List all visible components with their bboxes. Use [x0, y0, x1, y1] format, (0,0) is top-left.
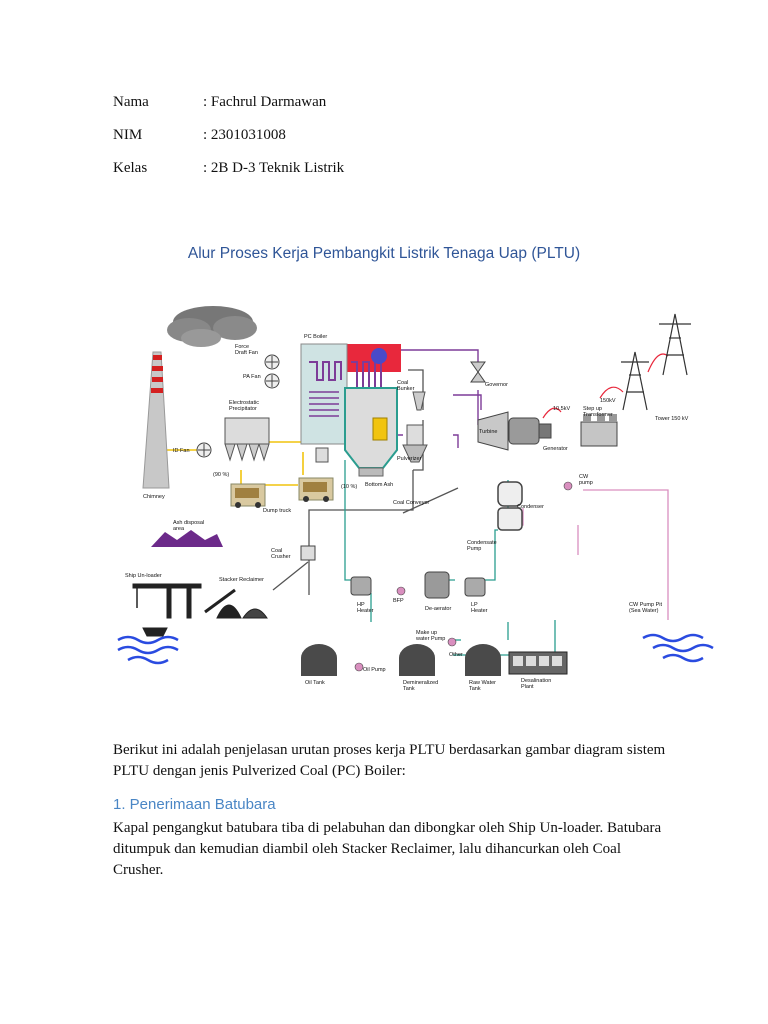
- generator: [508, 417, 552, 445]
- pulverizer-icon: [402, 391, 428, 463]
- ship-unloader-label: Ship Un-loader: [125, 573, 162, 579]
- electrostatic-precipitator: [224, 417, 270, 462]
- generator-label: Generator: [543, 446, 568, 452]
- name-label: Nama: [113, 94, 149, 110]
- oil-tank: [301, 644, 337, 676]
- chimney-label: Chimney: [143, 494, 165, 500]
- sea-water-waves: [117, 633, 714, 665]
- chimney: [142, 306, 257, 489]
- deaerator: [424, 571, 450, 599]
- dump-truck-icon: [230, 483, 266, 508]
- nim-value: : 2301031008: [203, 127, 286, 143]
- document-title: Alur Proses Kerja Pembangkit Listrik Ten…: [187, 245, 581, 262]
- condenser: [497, 481, 523, 531]
- ship-unloader: [132, 583, 202, 637]
- force-draft-fan-icon: [264, 354, 280, 370]
- coal-conveyor-label: Coal Conveyor: [393, 500, 430, 506]
- condenser-label: Condenser: [517, 504, 544, 510]
- class-value: : 2B D-3 Teknik Listrik: [203, 160, 345, 176]
- turbine-label: Turbine: [479, 429, 497, 435]
- kv-150-label: 150kV: [600, 398, 616, 404]
- tower-150kv-label: Tower 150 kV: [655, 416, 689, 422]
- nim-label: NIM: [113, 127, 143, 143]
- demineralized-tank: [399, 644, 435, 676]
- oil-tank-label: Oil Tank: [305, 680, 325, 686]
- desalination-plant: [508, 651, 568, 675]
- pc-boiler: [300, 343, 401, 477]
- oil-pump-label: Oil Pump: [363, 667, 386, 673]
- section-1-body: Kapal pengangkut batubara tiba di pelabu…: [113, 820, 662, 878]
- makeup-water-pump-icon: [447, 637, 457, 647]
- class-label: Kelas: [113, 160, 148, 176]
- ash-disposal-icon: [151, 530, 223, 547]
- lp-heater: [464, 577, 486, 597]
- transmission-tower-icon: [621, 313, 691, 411]
- stacker-reclaimer: [204, 588, 268, 619]
- intro-paragraph: Berikut ini adalah penjelasan urutan pro…: [113, 742, 666, 779]
- name-value: : Fachrul Darmawan: [203, 94, 327, 110]
- dump-truck-label: Dump truck: [263, 508, 291, 514]
- coal-crusher-icon: [300, 545, 316, 561]
- other-label: Other: [449, 652, 463, 658]
- deaerator-label: De-aerator: [425, 606, 451, 612]
- stacker-reclaimer-label: Stacker Reclaimer: [219, 577, 264, 583]
- raw-water-tank: [465, 644, 501, 676]
- bfp-label: BFP: [393, 598, 404, 604]
- dump-truck-icon: [298, 477, 334, 502]
- governor-label: Governor: [485, 382, 508, 388]
- pulverizer-label: Pulverizer: [397, 456, 422, 462]
- water-line: [344, 460, 556, 656]
- cw-pump-icon: [563, 481, 573, 491]
- cw-pump-pit-label: CW Pump Pit(Sea Water): [629, 602, 662, 614]
- pct-10-label: (10 %): [341, 484, 357, 490]
- id-fan-icon: [196, 442, 212, 458]
- governor-valve-icon: [470, 361, 486, 383]
- hp-heater: [350, 576, 372, 596]
- bottom-ash-label: Bottom Ash: [365, 482, 393, 488]
- turbine: [477, 411, 509, 451]
- id-fan-label: ID Fan: [173, 448, 190, 454]
- pa-fan-icon: [264, 373, 280, 389]
- oil-pump-icon: [354, 662, 364, 672]
- pct-90-label: (90 %): [213, 472, 229, 478]
- section-1-heading: 1. Penerimaan Batubara: [113, 796, 276, 813]
- pc-boiler-label: PC Boiler: [304, 334, 327, 340]
- step-up-transformer: [580, 414, 618, 447]
- pa-fan-label: PA Fan: [243, 374, 261, 380]
- kv-10-5-label: 10.5kV: [553, 406, 570, 412]
- bfp-pump-icon: [396, 586, 406, 596]
